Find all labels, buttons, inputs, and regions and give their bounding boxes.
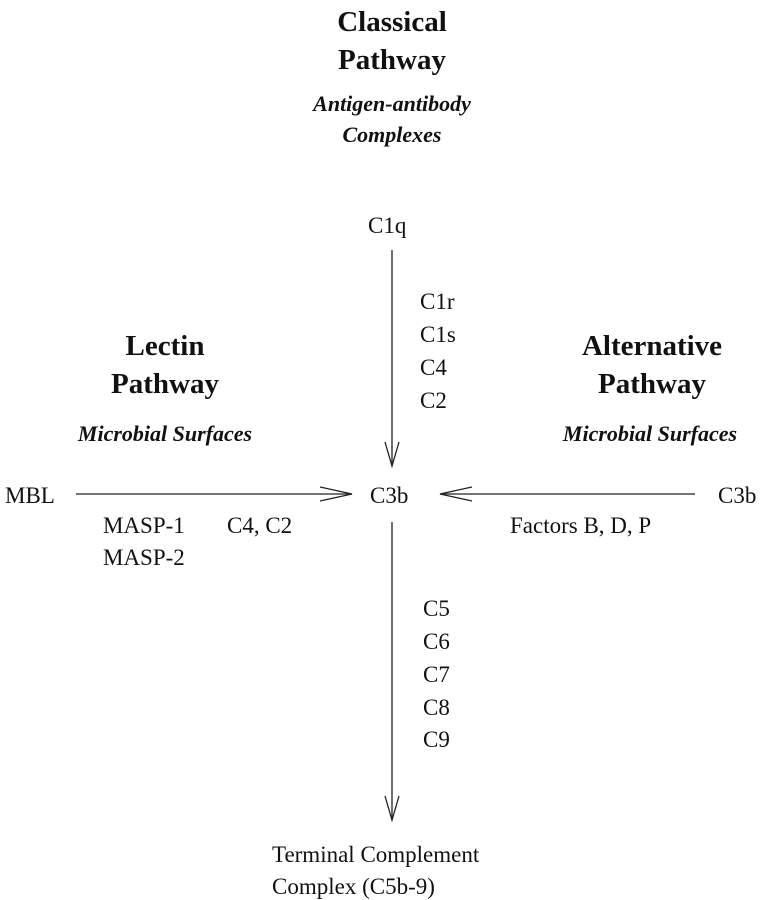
arrow-lectin-to-c3b (76, 486, 353, 502)
component-c9: C9 (423, 727, 450, 752)
enzyme-masp-2: MASP-2 (103, 545, 185, 570)
node-c3b-center: C3b (370, 483, 409, 508)
component-c5: C5 (423, 596, 450, 621)
terminal-complex-line2: Complex (C5b-9) (272, 874, 435, 899)
component-c8: C8 (423, 695, 450, 720)
alternative-trigger: Microbial Surfaces (562, 421, 738, 446)
lectin-components: C4, C2 (227, 513, 293, 538)
terminal-complex-line1: Terminal Complement (272, 842, 480, 867)
component-c7: C7 (423, 662, 450, 687)
node-c1q: C1q (368, 213, 407, 238)
lectin-trigger: Microbial Surfaces (77, 421, 253, 446)
component-c2: C2 (420, 388, 447, 413)
node-c3b-alternative: C3b (718, 483, 757, 508)
component-c1s: C1s (420, 322, 456, 347)
component-c4: C4 (420, 355, 447, 380)
arrow-c3b-to-terminal (384, 522, 400, 823)
arrow-alternative-to-c3b (439, 486, 695, 502)
arrow-classical-to-c3b (384, 250, 400, 469)
node-mbl: MBL (5, 483, 55, 508)
alternative-factors: Factors B, D, P (510, 513, 652, 538)
enzyme-masp-1: MASP-1 (103, 513, 185, 538)
component-c1r: C1r (420, 289, 455, 314)
component-c6: C6 (423, 629, 450, 654)
